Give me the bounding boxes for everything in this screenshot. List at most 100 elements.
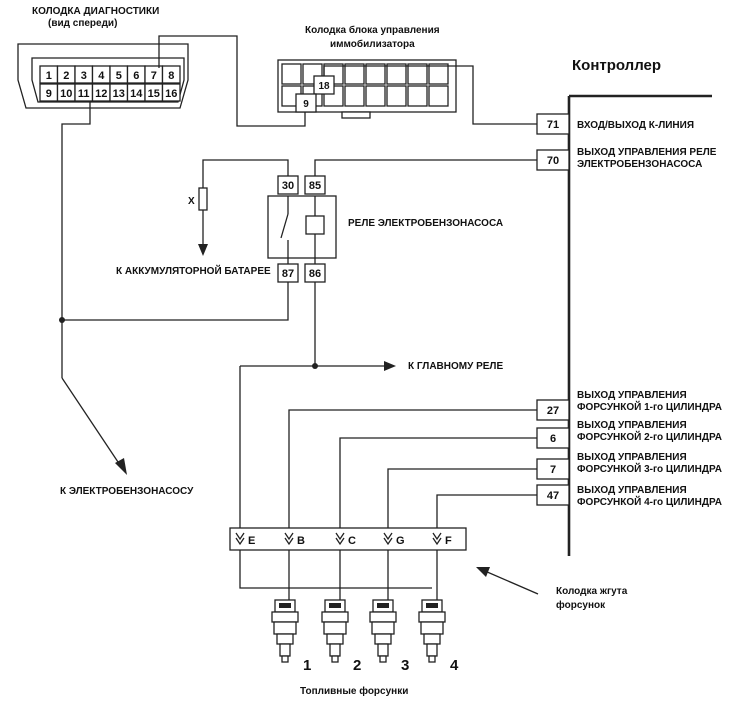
harness-pin-arrow	[432, 532, 442, 546]
injector-tip	[428, 655, 436, 663]
wire-ctrl6-harness-c	[339, 437, 537, 530]
injector-terminal	[377, 603, 389, 608]
relay-switch-contact	[280, 213, 289, 239]
immo-cell	[344, 85, 365, 107]
immo-cell	[428, 63, 449, 85]
fuse-label: X	[188, 196, 195, 207]
relay-coil	[305, 215, 325, 235]
fuel-injector: 2	[321, 599, 361, 674]
injectors-caption: Топливные форсунки	[300, 685, 408, 697]
pin-desc-line2: ФОРСУНКОЙ 1-го ЦИЛИНДРА	[577, 400, 722, 413]
diag-pin-cell	[161, 65, 181, 84]
immo-cell	[407, 63, 428, 85]
pin-desc-line2: ЭЛЕКТРОБЕНЗОНАСОСА	[577, 159, 702, 170]
relay-pin-30: 30	[282, 180, 294, 192]
harness-pin-arrow	[335, 532, 345, 546]
wire-to-fuel-pump	[61, 377, 123, 469]
immo-title-line2: иммобилизатора	[330, 38, 415, 50]
injector-lower	[374, 633, 392, 645]
controller-pin-71: 71 ВХОД/ВЫХОД К-ЛИНИЯ	[536, 113, 694, 135]
relay-pin-87: 87	[282, 268, 294, 280]
pin-number: 47	[547, 490, 559, 502]
wire-diag11	[61, 102, 91, 378]
injector-nozzle	[426, 643, 438, 657]
controller-pin-7: 7 ВЫХОД УПРАВЛЕНИЯ ФОРСУНКОЙ 3-го ЦИЛИНД…	[536, 452, 722, 480]
harness-pin-arrow	[284, 532, 294, 546]
immo-pin-18: 18	[318, 81, 330, 92]
immo-cell	[344, 63, 365, 85]
diag-pin-number: 13	[113, 88, 125, 100]
injector-body	[420, 621, 444, 635]
pin-desc-line1: ВЫХОД УПРАВЛЕНИЯ РЕЛЕ	[577, 147, 717, 158]
injector-collar	[321, 611, 349, 623]
controller-pin-6: 6 ВЫХОД УПРАВЛЕНИЯ ФОРСУНКОЙ 2-го ЦИЛИНД…	[536, 420, 722, 449]
controller-pin-70: 70 ВЫХОД УПРАВЛЕНИЯ РЕЛЕ ЭЛЕКТРОБЕНЗОНАС…	[536, 147, 717, 171]
pin-desc-line2: ФОРСУНКОЙ 4-го ЦИЛИНДРА	[577, 495, 722, 508]
immo-cell	[365, 85, 386, 107]
arrow-fuel-pump	[115, 458, 127, 475]
pin-desc-line1: ВЫХОД УПРАВЛЕНИЯ	[577, 485, 687, 496]
controller-pin-47: 47 ВЫХОД УПРАВЛЕНИЯ ФОРСУНКОЙ 4-го ЦИЛИН…	[536, 484, 722, 508]
immo-cell	[386, 63, 407, 85]
harness-pin-arrow	[383, 532, 393, 546]
relay-pin-86: 86	[309, 268, 321, 280]
injector-tip	[331, 655, 339, 663]
arrow-battery	[198, 244, 208, 256]
harness-pin-label: C	[348, 535, 356, 547]
pin-desc: ВХОД/ВЫХОД К-ЛИНИЯ	[577, 120, 694, 131]
harness-pointer-arrow	[476, 567, 490, 577]
injector-tip	[379, 655, 387, 663]
pin-desc-line1: ВЫХОД УПРАВЛЕНИЯ	[577, 420, 687, 431]
harness-label-line1: Колодка жгута	[556, 586, 628, 597]
diag-subtitle: (вид спереди)	[48, 18, 117, 29]
injector-number: 2	[353, 657, 361, 674]
diag-pin-number: 16	[165, 88, 177, 100]
injector-body	[273, 621, 297, 635]
wire-relay87-junction	[62, 282, 289, 321]
diag-pin-number: 8	[168, 70, 174, 82]
controller-title: Контроллер	[572, 57, 661, 74]
relay-pin-85: 85	[309, 180, 321, 192]
diag-pin-number: 3	[81, 70, 87, 82]
wire-diag7-immo9	[158, 35, 306, 127]
diag-pin-number: 10	[60, 88, 72, 100]
arrow-main-relay	[384, 361, 396, 371]
wire-common-injectors	[239, 550, 432, 589]
injector-lower	[326, 633, 344, 645]
wire-immo18-ctrl71	[323, 65, 537, 125]
injector-tip	[281, 655, 289, 663]
immo-cell	[428, 85, 449, 107]
injector-number: 1	[303, 657, 311, 674]
diag-title: КОЛОДКА ДИАГНОСТИКИ	[32, 6, 159, 17]
fuse-x	[198, 187, 208, 211]
diag-pin-number: 4	[98, 70, 105, 82]
wire-ctrl27-harness-b	[288, 409, 537, 530]
relay-title: РЕЛЕ ЭЛЕКТРОБЕНЗОНАСОСА	[348, 218, 503, 229]
immo-cell	[365, 63, 386, 85]
harness-pin-label: E	[248, 535, 255, 547]
pin-number: 71	[547, 119, 559, 131]
wire-ctrl7-harness-g	[387, 468, 537, 530]
harness-pin-label: F	[445, 535, 452, 547]
pin-desc-line1: ВЫХОД УПРАВЛЕНИЯ	[577, 390, 687, 401]
wire-ctrl70-relay85	[314, 159, 537, 176]
junction-dot-pump	[59, 317, 65, 323]
immo-cell-grid	[281, 63, 449, 107]
diag-pin-number: 6	[133, 70, 139, 82]
diag-pin-number: 15	[148, 88, 160, 100]
injector-collar	[418, 611, 446, 623]
injector-number: 3	[401, 657, 409, 674]
injector-collar	[271, 611, 299, 623]
injector-lower	[276, 633, 294, 645]
fuel-injector: 3	[369, 599, 409, 674]
diag-pin-number: 9	[46, 88, 52, 100]
controller-pin-27: 27 ВЫХОД УПРАВЛЕНИЯ ФОРСУНКОЙ 1-го ЦИЛИН…	[536, 390, 722, 421]
pin-number: 70	[547, 155, 559, 167]
harness-pin-label: B	[297, 535, 305, 547]
